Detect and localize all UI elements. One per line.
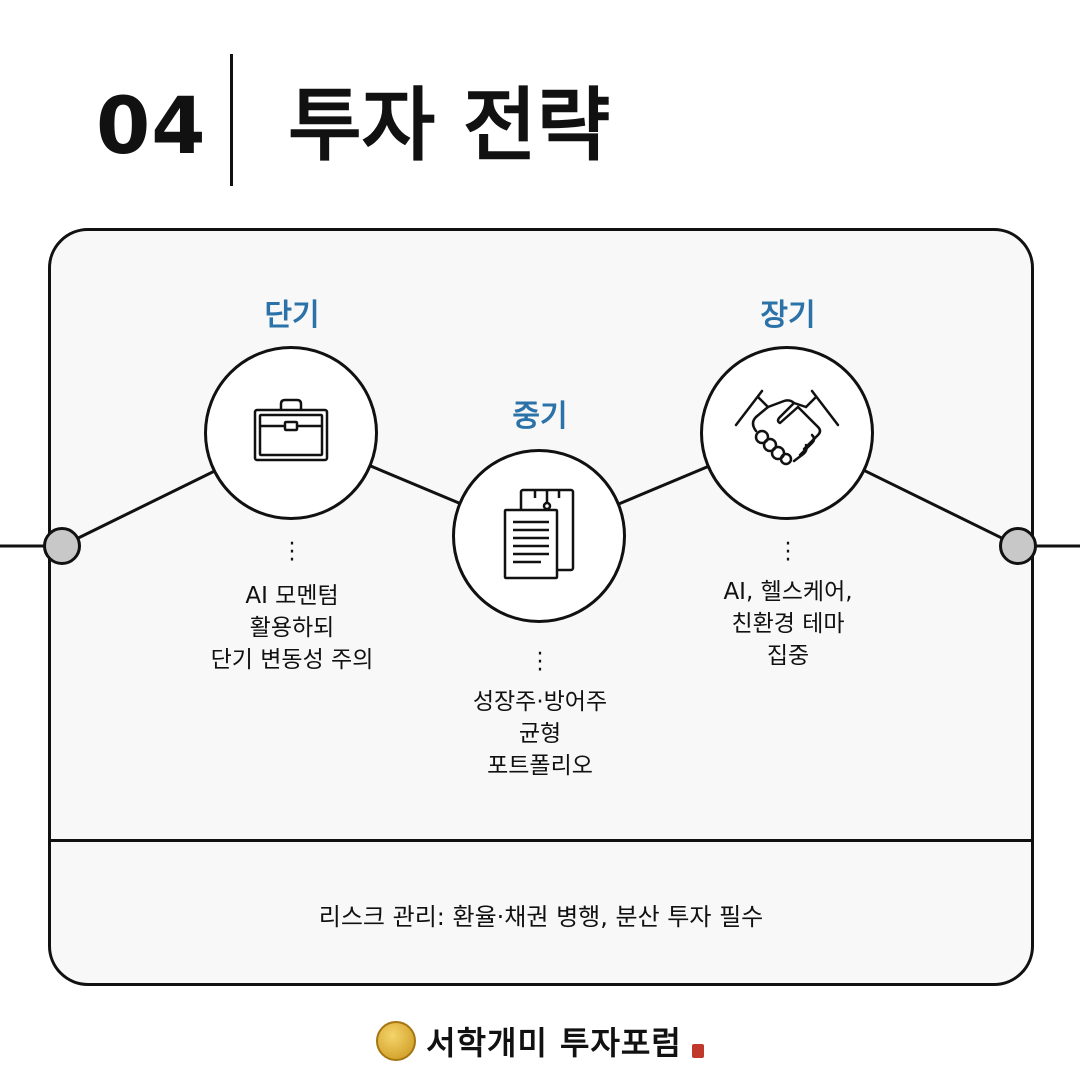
documents-icon: [499, 488, 579, 584]
stage-description-mid: 성장주·방어주 균형 포트폴리오: [472, 689, 608, 779]
risk-management-text: 리스크 관리: 환율·채권 병행, 분산 투자 필수: [318, 903, 764, 931]
stage-description-long: AI, 헬스케어, 친환경 테마 집중: [723, 579, 853, 669]
timeline-node-left: [43, 527, 81, 565]
card-divider: [51, 839, 1031, 842]
gold-coin-icon: [376, 1021, 417, 1061]
stage-circle-long: [700, 346, 874, 520]
stage-circle-mid: [452, 449, 626, 623]
stage-label-mid: 중기: [512, 399, 568, 434]
ellipsis-long: ···: [784, 532, 792, 573]
briefcase-icon: [251, 396, 331, 470]
ellipsis-short: ···: [288, 532, 296, 573]
seal-icon: [691, 1044, 704, 1058]
stage-label-long: 장기: [760, 298, 816, 333]
stage-description-short: AI 모멘텀 활용하되 단기 변동성 주의: [210, 583, 374, 673]
stage-label-short: 단기: [264, 298, 320, 333]
stage-circle-short: [204, 346, 378, 520]
section-number: 04: [96, 82, 207, 172]
handshake-icon: [732, 383, 842, 483]
header-divider: [230, 54, 233, 186]
ellipsis-mid: ···: [536, 642, 544, 683]
brand-name: 서학개미 투자포럼: [426, 1024, 682, 1062]
brand-footer: 서학개미 투자포럼: [0, 1018, 1080, 1064]
timeline-node-right: [999, 527, 1037, 565]
page-title: 투자 전략: [288, 79, 611, 172]
